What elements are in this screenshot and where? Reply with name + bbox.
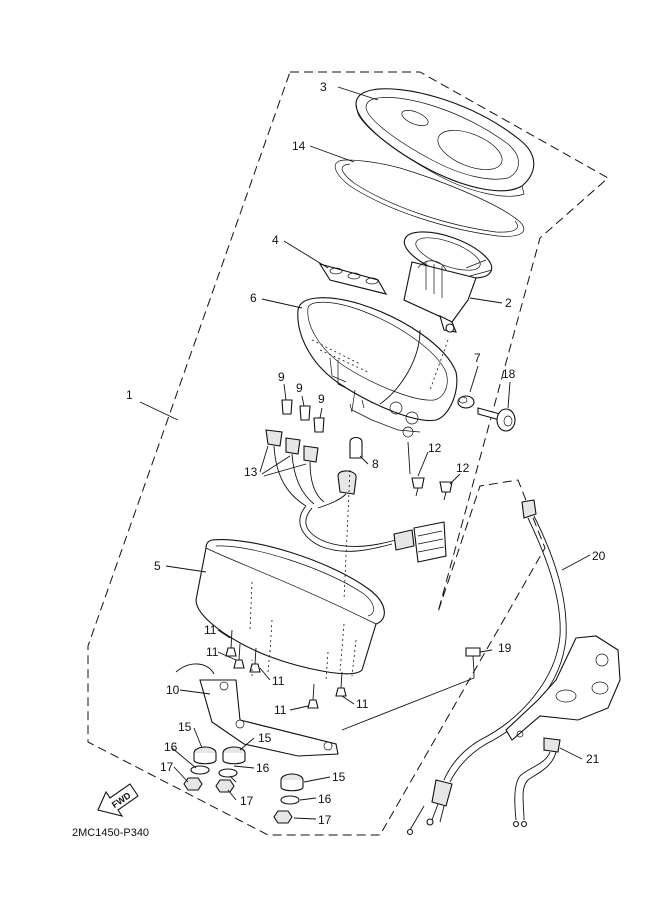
callouts: 3 14 4 6 2 7 18 9 9 9 1 12 8 12 13 20 5 … bbox=[126, 80, 606, 827]
callout-2: 2 bbox=[505, 296, 512, 310]
callout-11-c: 11 bbox=[272, 674, 285, 688]
part-16-washers bbox=[190, 765, 300, 805]
callout-1: 1 bbox=[126, 388, 133, 402]
callout-3: 3 bbox=[320, 80, 327, 94]
part-11-screws bbox=[225, 629, 347, 709]
part-2-speedometer-unit bbox=[403, 231, 493, 333]
callout-8: 8 bbox=[372, 457, 379, 471]
callout-16-b: 16 bbox=[256, 761, 270, 775]
callout-21: 21 bbox=[586, 752, 600, 766]
callout-11-e: 11 bbox=[356, 697, 369, 711]
part-8-bulb bbox=[349, 436, 363, 459]
callout-19: 19 bbox=[498, 641, 512, 655]
part-5-lower-housing bbox=[195, 539, 385, 681]
callout-11-d: 11 bbox=[274, 703, 287, 717]
callout-9-a: 9 bbox=[278, 370, 285, 384]
part-3-bezel bbox=[355, 88, 535, 197]
callout-12-b: 12 bbox=[456, 461, 470, 475]
callout-9-c: 9 bbox=[318, 392, 325, 406]
callout-10: 10 bbox=[166, 683, 180, 697]
callout-20: 20 bbox=[592, 549, 606, 563]
callout-18: 18 bbox=[502, 367, 516, 381]
callout-15-b: 15 bbox=[258, 731, 272, 745]
part-12-screws bbox=[407, 441, 453, 501]
callout-9-b: 9 bbox=[296, 381, 303, 395]
callout-14: 14 bbox=[292, 139, 306, 153]
diagram-code: 2MC1450-P340 bbox=[72, 827, 149, 839]
part-4-indicator-panel bbox=[318, 263, 388, 295]
callout-17-c: 17 bbox=[318, 813, 332, 827]
callout-11-a: 11 bbox=[204, 623, 217, 637]
callout-15-c: 15 bbox=[332, 770, 346, 784]
callout-17-a: 17 bbox=[160, 760, 174, 774]
fwd-arrow-icon: FWD bbox=[97, 783, 139, 817]
part-7-grommet bbox=[457, 395, 475, 409]
part-20-speedometer-cable bbox=[406, 499, 567, 836]
callout-11-b: 11 bbox=[206, 645, 219, 659]
part-14-gasket bbox=[334, 159, 525, 237]
part-15-dampers bbox=[193, 746, 304, 792]
assembly-boundary bbox=[87, 71, 609, 836]
callout-5: 5 bbox=[154, 559, 161, 573]
part-10-bracket bbox=[175, 663, 339, 757]
callout-6: 6 bbox=[250, 291, 257, 305]
part-21-stay-and-socket bbox=[505, 635, 621, 828]
callout-15-a: 15 bbox=[178, 720, 192, 734]
part-19-bolt bbox=[341, 647, 481, 731]
part-9-bulbs bbox=[281, 399, 325, 433]
callout-17-b: 17 bbox=[240, 794, 254, 808]
part-6-meter-case bbox=[297, 297, 458, 438]
callout-16-a: 16 bbox=[164, 740, 178, 754]
callout-7: 7 bbox=[474, 351, 481, 365]
part-13-wire-harness bbox=[265, 429, 447, 563]
part-18-drive-gear bbox=[477, 407, 516, 432]
callout-12-a: 12 bbox=[428, 441, 442, 455]
part-17-nuts bbox=[183, 777, 293, 824]
callout-13: 13 bbox=[244, 465, 258, 479]
leader-lines bbox=[139, 86, 591, 820]
callout-16-c: 16 bbox=[318, 792, 332, 806]
callout-4: 4 bbox=[272, 233, 279, 247]
